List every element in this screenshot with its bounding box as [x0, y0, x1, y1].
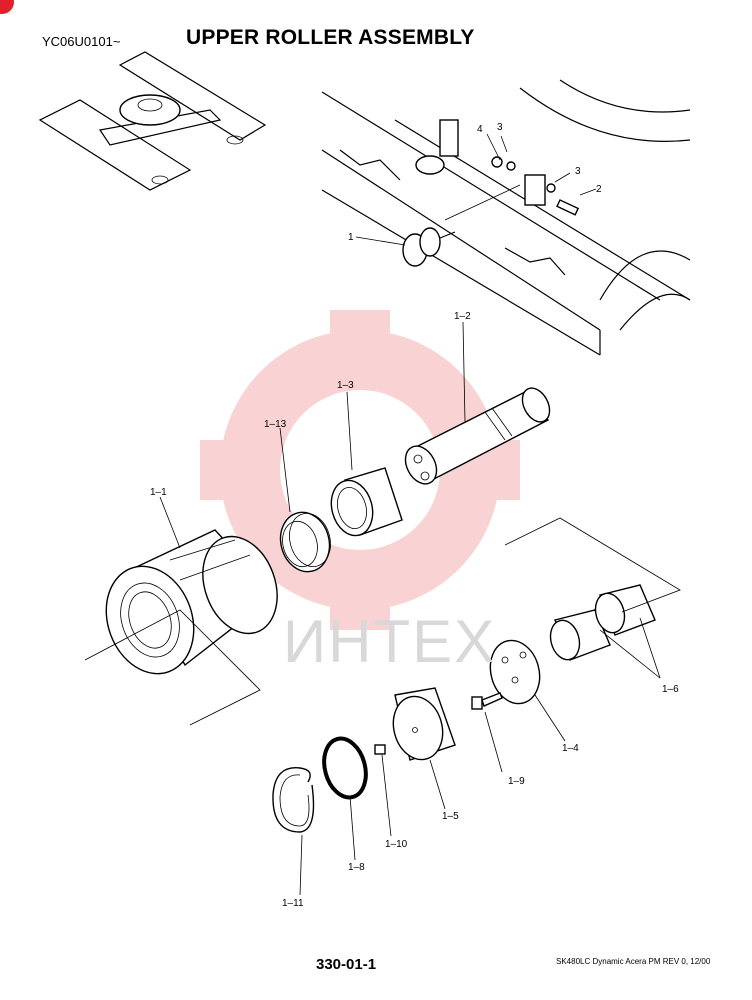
machine-frame-icon [38, 51, 267, 191]
callout-1-6: 1–6 [662, 684, 679, 695]
callout-1-9: 1–9 [508, 776, 525, 787]
roller-leader-frame [84, 609, 261, 726]
callout-1: 1 [348, 232, 354, 243]
bushing-leader-frame [504, 517, 681, 613]
plug-part [374, 744, 386, 755]
callout-2: 2 [596, 184, 602, 195]
pin-part [404, 387, 551, 485]
callout-1-5: 1–5 [442, 811, 459, 822]
callout-1-10: 1–10 [385, 839, 408, 850]
floating-seal-part [279, 511, 331, 573]
leader-lines [159, 133, 661, 896]
callout-1-2: 1–2 [454, 311, 471, 322]
callout-4: 4 [477, 124, 483, 135]
bushing-part [330, 467, 403, 537]
snap-ring-part [272, 767, 315, 833]
model-revision: SK480LC Dynamic Acera PM REV 0, 12/00 [556, 957, 711, 966]
track-frame-detail [321, 79, 691, 356]
bushing-pair-part [549, 584, 656, 661]
callout-1-13: 1–13 [264, 419, 287, 430]
callout-1-1: 1–1 [150, 487, 167, 498]
thrust-plate-part [489, 639, 541, 705]
callout-1-11: 1–11 [282, 898, 304, 909]
callout-1-4: 1–4 [562, 743, 579, 754]
bolt-part [471, 692, 503, 710]
page-number: 330-01-1 [316, 956, 377, 973]
watermark-text: ИНТЕХ [283, 608, 497, 675]
o-ring-part [322, 736, 368, 800]
callout-labels: 1 2 3 3 4 1–2 1–3 1–13 1–1 1–4 1–9 1–5 1… [150, 122, 679, 909]
cover-part [392, 687, 456, 761]
serial-number: YC06U0101~ [42, 34, 121, 49]
page-title: UPPER ROLLER ASSEMBLY [186, 26, 475, 49]
roller-part [105, 529, 278, 675]
callout-3-lower: 3 [575, 166, 581, 177]
callout-3-upper: 3 [497, 122, 503, 133]
callout-1-3: 1–3 [337, 380, 354, 391]
callout-1-8: 1–8 [348, 862, 365, 873]
